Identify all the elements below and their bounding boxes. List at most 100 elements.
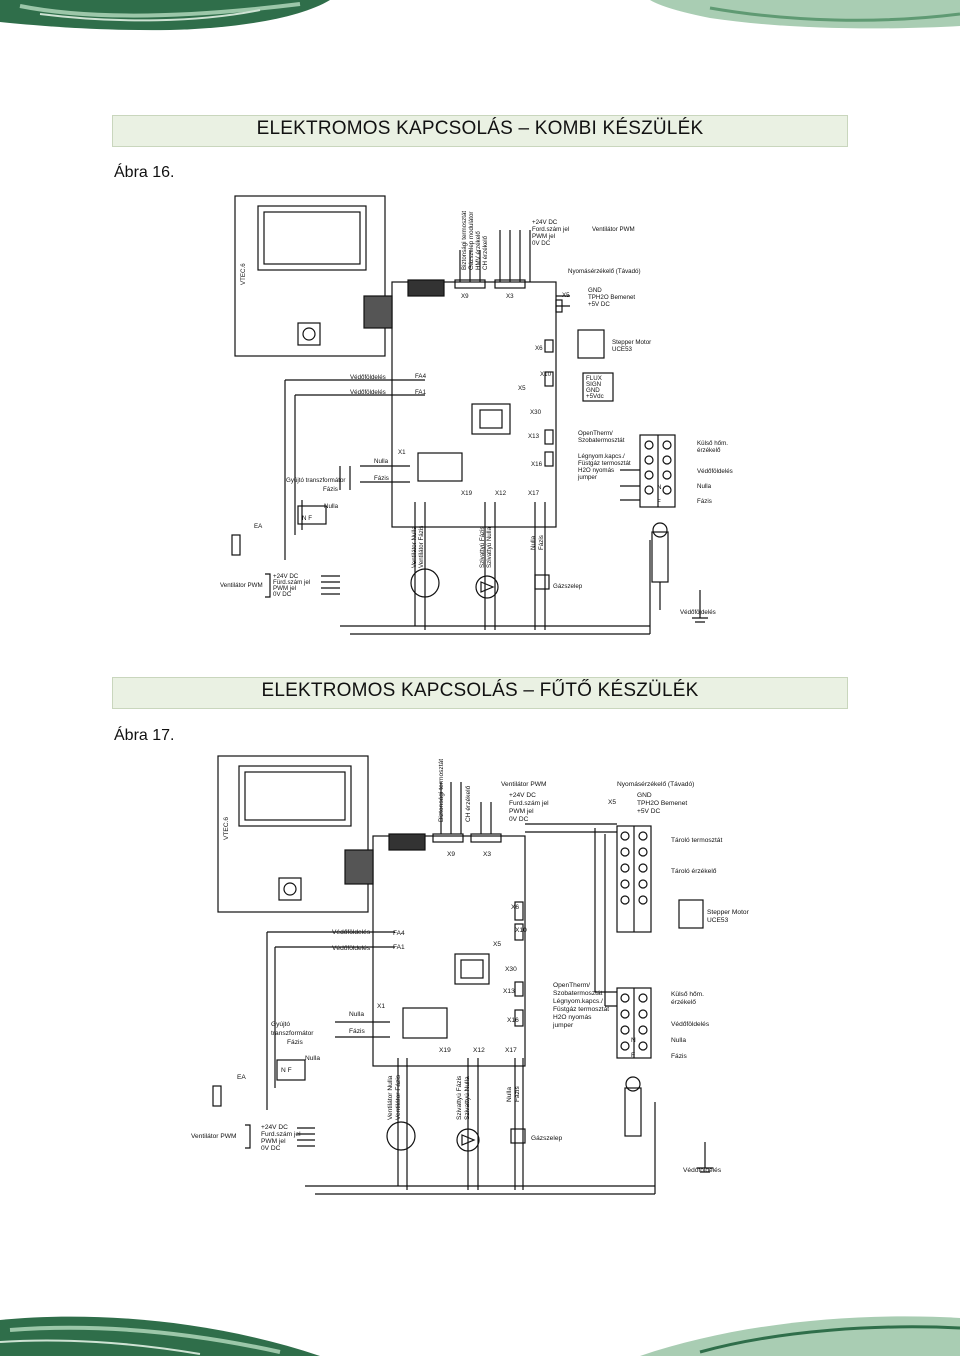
bottom2-fan-1: Ventilátor Fázis	[395, 1074, 402, 1120]
fan-label: Ventilátor PWM	[592, 226, 635, 233]
opentherm2-5: jumper	[552, 1022, 574, 1029]
pressure2-1: TPH2O Bemenet	[637, 800, 687, 807]
connector2-x1: X1	[377, 1003, 385, 1010]
connector-x17: X17	[528, 490, 540, 497]
stepper-0: Stepper Motor	[612, 339, 651, 346]
flux-0: FLUX	[586, 375, 602, 382]
tank-thermostat-label: Tároló termosztát	[671, 837, 722, 844]
fan-bottom-2: PWM jel	[273, 585, 296, 592]
connector-x1: X1	[398, 449, 406, 456]
flux-1: SIGN	[586, 381, 601, 388]
figure-label-17: Ábra 17.	[114, 727, 175, 744]
connector-x12: X12	[495, 490, 507, 497]
fan2-header-2: PWM jel	[509, 808, 534, 815]
connector2-x19: X19	[439, 1047, 451, 1054]
bottom-nulla: Nulla	[530, 535, 537, 550]
opentherm2-4: H2O nyomás	[553, 1014, 592, 1021]
top2-label-0: Biztonsági termosztát	[438, 759, 445, 822]
pressure2-title: Nyomásérzékelő (Távadó)	[617, 781, 694, 788]
fan2-header-3: 0V DC	[509, 816, 529, 823]
right-label-0: Külső hőm.	[697, 440, 728, 447]
right2-label-4: Fázis	[671, 1053, 687, 1060]
stepper-1: UCE53	[612, 346, 633, 353]
fan2-label: Ventilátor PWM	[501, 781, 546, 788]
nulla-label-2: Nulla	[324, 503, 339, 510]
ea2-label: EA	[237, 1074, 246, 1081]
gas-valve2-label: Gázszelep	[531, 1135, 562, 1142]
fan2-header-0: +24V DC	[509, 792, 536, 799]
connector2-x9: X9	[447, 851, 455, 858]
section-title-futo: ELEKTROMOS KAPCSOLÁS – FŰTŐ KÉSZÜLÉK	[261, 680, 699, 701]
transformer2-1: transzformátor	[271, 1030, 314, 1037]
transformer2-2: Fázis	[287, 1039, 303, 1046]
board-label: VTEC.6	[240, 263, 247, 285]
opentherm-1: Szobatermosztát	[578, 437, 625, 444]
leaf-decoration-bottom-right	[640, 1316, 960, 1356]
pressure-1: TPH2O Bemenet	[588, 294, 635, 301]
terminal2-f: F	[631, 1052, 635, 1059]
ea-label: EA	[254, 523, 263, 530]
right-label-4: Fázis	[697, 498, 712, 505]
bottom2-nulla: Nulla	[506, 1087, 513, 1102]
connector-x19: X19	[461, 490, 473, 497]
connector2-x5: X5	[608, 799, 616, 806]
fan-header-0: +24V DC	[532, 219, 558, 226]
connector-x16: X16	[531, 461, 543, 468]
pressure-title: Nyomásérzékelő (Távadó)	[568, 268, 641, 275]
earth2-label-2: Védőföldelés	[332, 945, 371, 952]
connector2-x16: X16	[507, 1017, 519, 1024]
fazis2-label: Fázis	[349, 1028, 365, 1035]
bottom-pump-0: Szivattyú Fázis	[479, 526, 486, 568]
board-label-2: VTEC.6	[223, 817, 230, 840]
bottom-fan-1: Ventilátor Fázis	[418, 526, 425, 568]
fan2-bottom-label: Ventilátor PWM	[191, 1133, 236, 1140]
right2-label-3: Nulla	[671, 1037, 686, 1044]
bottom2-fazis: Fázis	[514, 1086, 521, 1102]
earth-label-2: Védőföldelés	[350, 389, 386, 396]
fan-bottom-label: Ventilátor PWM	[220, 582, 263, 589]
airpress-1: Füstgáz termosztát	[578, 460, 631, 467]
fan-header-3: 0V DC	[532, 240, 551, 247]
transformer-fazis: Fázis	[323, 486, 338, 493]
connector2-x10: X10	[515, 927, 527, 934]
transformer2-0: Gyújtó	[271, 1021, 290, 1028]
section-bar-futo: ELEKTROMOS KAPCSOLÁS – FŰTŐ KÉSZÜLÉK	[112, 677, 848, 709]
nf-label: N F	[302, 515, 312, 522]
bottom-pump-1: Szivattyú Nulla	[486, 527, 493, 568]
top-label-1: Gázszelep modulátor	[468, 212, 475, 270]
airpress-0: Légnyom.kapcs./	[578, 453, 625, 460]
connector2-x6: X6	[511, 904, 519, 911]
connector-x30: X30	[530, 409, 542, 416]
stepper2-1: UCE53	[707, 917, 729, 924]
connector-x5: X5	[562, 292, 570, 299]
transformer-label: Gyújtó transzformátor	[286, 477, 346, 484]
fan2-header-1: Furd.szám jel	[509, 800, 549, 807]
top-label-2: HMV érzékelő	[475, 231, 482, 270]
top2-label-1: CH érzékelő	[465, 785, 472, 822]
section-bar-kombi: ELEKTROMOS KAPCSOLÁS – KOMBI KÉSZÜLÉK	[112, 115, 848, 147]
terminal-f: F	[657, 499, 661, 506]
earth-label-1: Védőföldelés	[350, 374, 386, 381]
opentherm2-2: Légnyom.kapcs./	[553, 998, 603, 1005]
opentherm2-3: Füstgáz termosztát	[553, 1006, 609, 1013]
connector-fa1: FA1	[415, 389, 427, 396]
leaf-decoration-top-right	[650, 0, 960, 29]
right-label-1: érzékelő	[697, 447, 721, 454]
earth2-bottom-label: Védőföldelés	[683, 1167, 722, 1174]
fan-bottom-1: Fürd.szám jel	[273, 579, 310, 586]
connector2-x12: X12	[473, 1047, 485, 1054]
fazis-label: Fázis	[374, 475, 389, 482]
connector-fa4: FA4	[415, 373, 427, 380]
fan2-bottom-0: +24V DC	[261, 1124, 288, 1131]
connector-x6: X6	[535, 345, 543, 352]
flux-3: +5Vdc	[586, 393, 604, 400]
gas-valve-label: Gázszelep	[553, 583, 583, 590]
right2-label-1: érzékelő	[671, 999, 696, 1006]
fan-header-2: PWM jel	[532, 233, 555, 240]
wiring-diagram-futo: VTEC.6 X9 X3 X5 X6 X10 X5 X30 X13 X16 X1…	[191, 755, 750, 1195]
figure-label-16: Ábra 16.	[114, 164, 175, 181]
fan-bottom-0: +24V DC	[273, 573, 299, 580]
fan2-bottom-3: 0V DC	[261, 1145, 281, 1152]
nulla-label: Nulla	[374, 458, 389, 465]
fan-header-1: Ford.szám jel	[532, 226, 569, 233]
